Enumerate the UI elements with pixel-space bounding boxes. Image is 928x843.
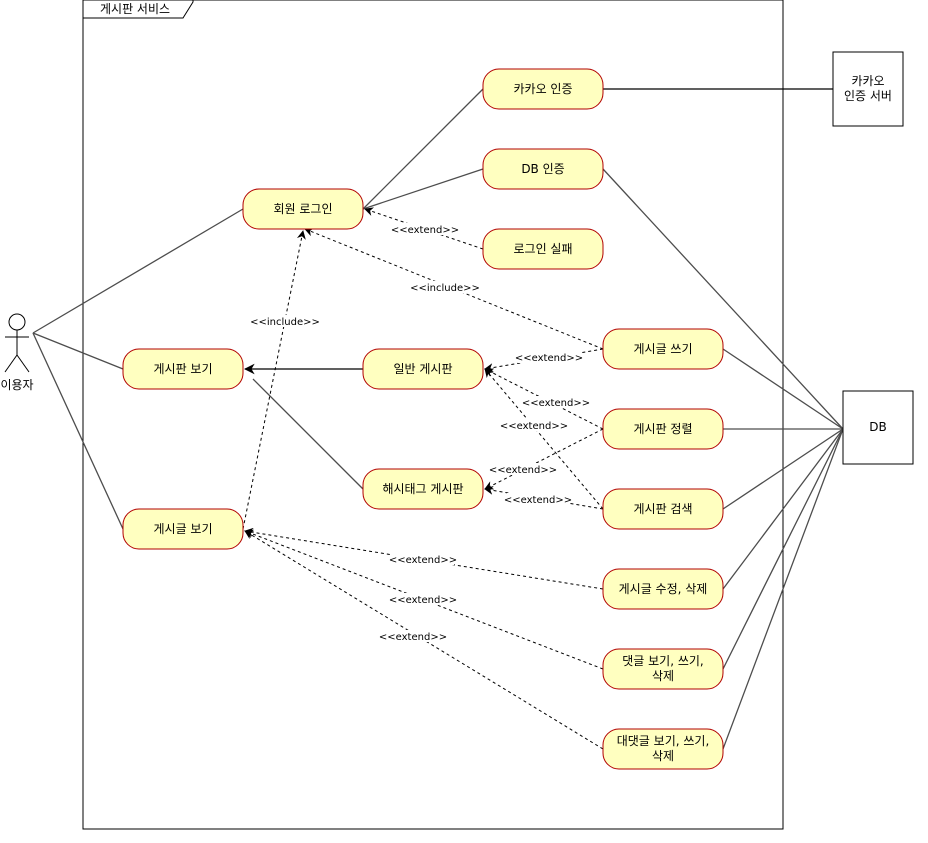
external-kakao-server[interactable]: 카카오 인증 서버 (832, 51, 904, 127)
usecase-label-line1: 대댓글 보기, 쓰기, (617, 734, 710, 748)
assoc-write-db (722, 348, 844, 430)
extend-search-general (484, 368, 604, 510)
external-db[interactable]: DB (842, 390, 914, 465)
usecase-login-fail[interactable]: 로그인 실패 (482, 228, 604, 270)
dependency-lines (242, 207, 604, 750)
assoc-user-board-view (32, 332, 124, 370)
assoc-edit-db (722, 428, 844, 590)
usecase-post-edit-delete[interactable]: 게시글 수정, 삭제 (602, 568, 724, 610)
label-extend-search-hashtag: <<extend>> (504, 495, 572, 506)
usecase-kakao-auth[interactable]: 카카오 인증 (482, 68, 604, 110)
assoc-login-kakao (362, 88, 484, 210)
usecase-label: 게시글 쓰기 (633, 342, 692, 356)
usecase-label: 로그인 실패 (513, 242, 572, 256)
assoc-login-db-auth (362, 168, 484, 210)
extend-write-general (484, 348, 604, 373)
actor-left-leg (4, 354, 18, 373)
label-extend-sort-general: <<extend>> (522, 398, 590, 409)
actor-label: 이용자 (0, 378, 33, 392)
relation-labels: <<extend>> <<include>> <<include>> <<ext… (250, 223, 590, 643)
label-include-write: <<include>> (410, 283, 480, 294)
usecase-db-auth[interactable]: DB 인증 (482, 148, 604, 190)
system-boundary: 게시판 서비스 (82, 0, 784, 830)
label-extend-reply: <<extend>> (379, 632, 447, 643)
usecase-label: 게시판 정렬 (633, 422, 692, 436)
assoc-user-post-view (32, 332, 124, 530)
actor-head (8, 313, 26, 331)
usecase-label: 게시글 보기 (153, 522, 212, 536)
usecase-label: 해시태그 게시판 (382, 482, 463, 496)
usecase-member-login[interactable]: 회원 로그인 (242, 188, 364, 230)
label-extend-comment: <<extend>> (389, 595, 457, 606)
arrow-hashtag-to-board-view (247, 371, 290, 420)
usecase-label-line1: 댓글 보기, 쓰기, (622, 654, 704, 668)
usecase-comment[interactable]: 댓글 보기, 쓰기, 삭제 (602, 648, 724, 690)
label-extend-write: <<extend>> (515, 353, 583, 364)
usecase-post-write[interactable]: 게시글 쓰기 (602, 328, 724, 370)
kakao-server-line1: 카카오 (851, 74, 884, 88)
usecase-board-sort[interactable]: 게시판 정렬 (602, 408, 724, 450)
usecase-label: 게시판 보기 (153, 362, 212, 376)
usecase-label-line2: 삭제 (652, 749, 674, 763)
label-extend-edit: <<extend>> (389, 555, 457, 566)
actor-right-leg (16, 354, 30, 373)
label-extend-sort-hashtag: <<extend>> (489, 465, 557, 476)
usecase-label: DB 인증 (521, 162, 564, 176)
actor-user[interactable]: 이용자 (0, 313, 34, 392)
assoc-comment-db (722, 428, 844, 670)
extend-reply-postview (244, 530, 604, 750)
system-title: 게시판 서비스 (100, 2, 170, 16)
usecase-label: 회원 로그인 (273, 202, 332, 216)
assoc-reply-db (722, 428, 844, 750)
extend-search-hashtag (484, 485, 604, 510)
usecase-label: 게시판 검색 (633, 502, 692, 516)
label-include-postview: <<include>> (250, 317, 320, 328)
assoc-search-db (722, 428, 844, 510)
usecase-post-view[interactable]: 게시글 보기 (122, 508, 244, 550)
include-postview-login (242, 230, 306, 530)
extend-comment-postview (244, 529, 604, 670)
label-extend-loginfail: <<extend>> (391, 225, 459, 236)
usecase-label-line2: 삭제 (652, 669, 674, 683)
usecase-general-board[interactable]: 일반 게시판 (362, 348, 484, 390)
db-label: DB (869, 420, 886, 434)
assoc-user-login (32, 208, 244, 334)
usecase-hashtag-board[interactable]: 해시태그 게시판 (362, 468, 484, 510)
usecase-label: 카카오 인증 (513, 82, 572, 96)
usecase-reply[interactable]: 대댓글 보기, 쓰기, 삭제 (602, 728, 724, 770)
usecase-board-view[interactable]: 게시판 보기 (122, 348, 244, 390)
use-cases: 회원 로그인 카카오 인증 DB 인증 로그인 실패 게시판 보기 일반 게시판… (122, 68, 724, 770)
kakao-server-line2: 인증 서버 (844, 89, 892, 103)
usecase-label: 게시글 수정, 삭제 (619, 582, 708, 596)
assoc-dbauth-db (602, 168, 844, 430)
assoc-hashtag-board (252, 378, 364, 490)
extend-sort-hashtag (484, 428, 604, 490)
usecase-board-search[interactable]: 게시판 검색 (602, 488, 724, 530)
usecase-label: 일반 게시판 (393, 362, 452, 376)
association-lines (32, 88, 844, 750)
label-extend-search-general: <<extend>> (500, 421, 568, 432)
